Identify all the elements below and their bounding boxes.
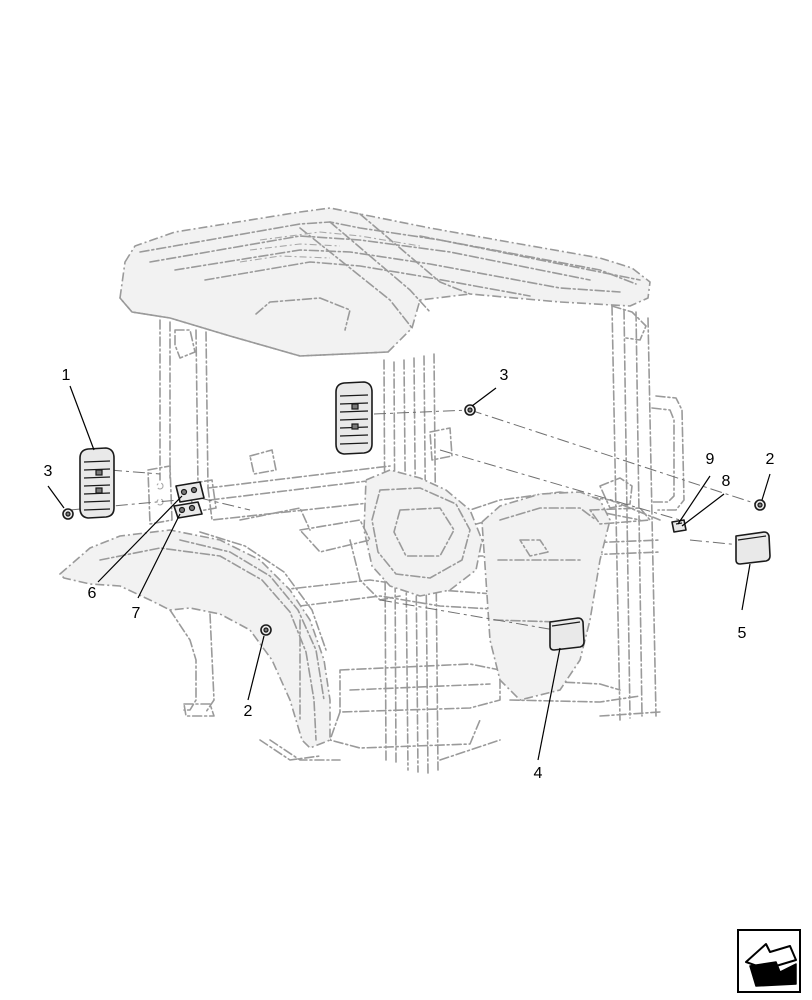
cab-phantom-outline	[59, 207, 685, 775]
callout-2-right: 2	[766, 451, 775, 468]
callout-7: 7	[132, 605, 141, 622]
callout-5: 5	[738, 625, 747, 642]
grommet-fender	[260, 624, 272, 636]
callout-3-center: 3	[500, 367, 509, 384]
callout-9: 9	[706, 451, 715, 468]
callout-1: 1	[62, 367, 71, 384]
callout-labels: 1 2 2 3 3 4 5 6 7 8 9	[44, 367, 775, 782]
nut-left	[62, 508, 74, 520]
callout-3-left: 3	[44, 463, 53, 480]
side-lamp-right	[735, 531, 771, 565]
callout-6: 6	[88, 585, 97, 602]
rear-work-lamp-center	[335, 381, 373, 455]
leader-lines	[47, 385, 771, 761]
nut-center	[464, 404, 476, 416]
callout-8: 8	[722, 473, 731, 490]
callout-4: 4	[534, 765, 543, 782]
page-navigation-arrow-icon[interactable]	[737, 929, 801, 993]
side-lamp-center	[549, 617, 585, 651]
rear-work-lamp-left	[79, 447, 115, 519]
grommet-right	[754, 499, 766, 511]
connector-bracket	[173, 481, 205, 519]
callout-2-fender: 2	[244, 703, 253, 720]
